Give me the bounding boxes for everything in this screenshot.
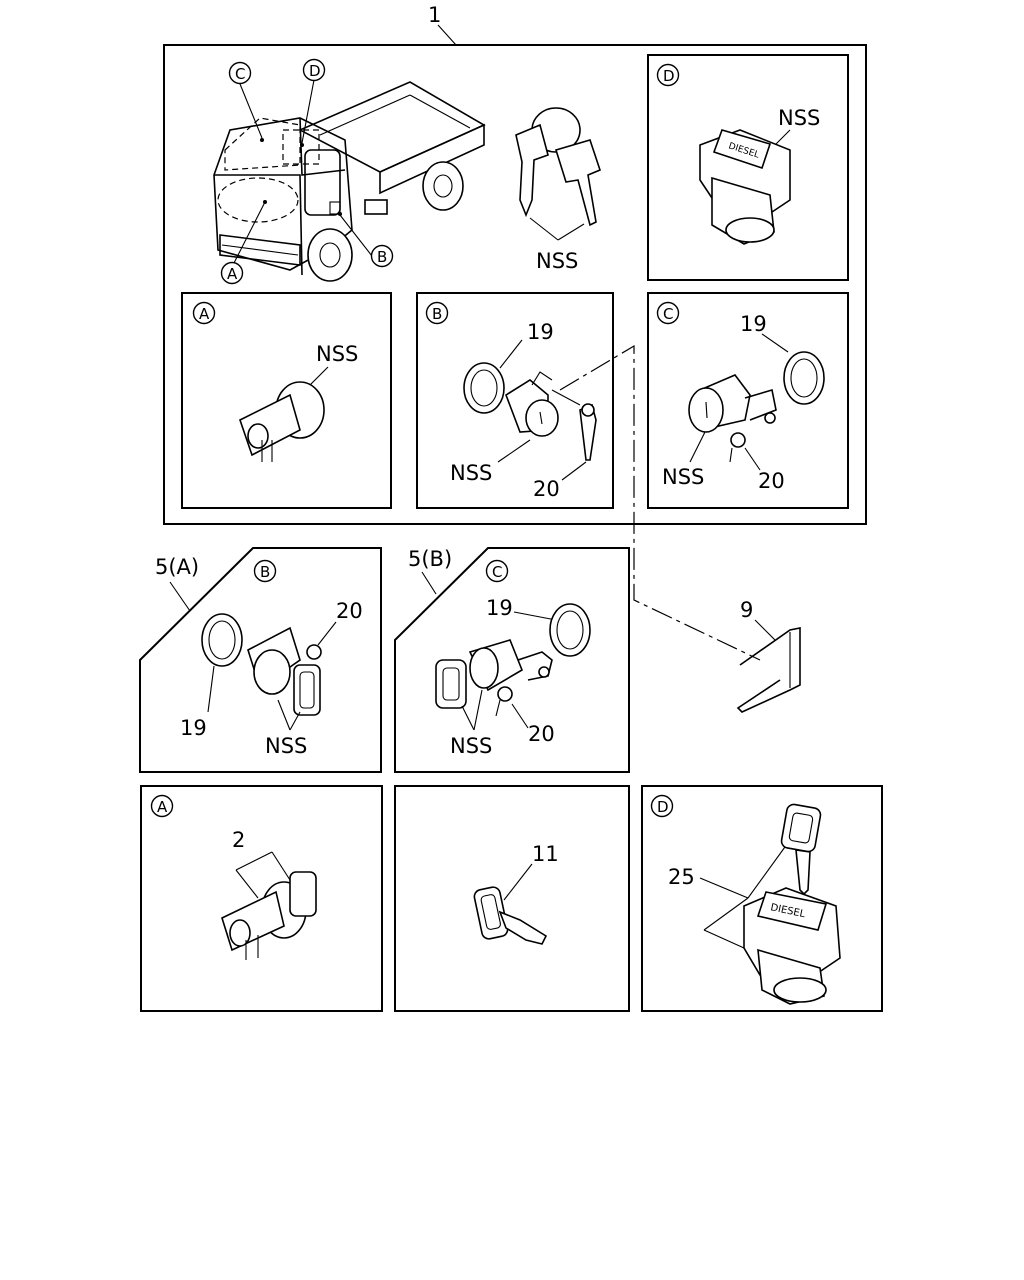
panel-d-bottom-callout: D	[657, 798, 669, 816]
panel-a-bottom-callout: A	[157, 798, 168, 816]
panel-a-top-nss: NSS	[316, 342, 358, 366]
set-5a-19: 19	[180, 716, 207, 740]
panel-a-top-callout: A	[199, 305, 210, 323]
panel-c-top: C 19 NSS 20	[647, 292, 849, 509]
keys-nss-label: NSS	[536, 249, 578, 273]
panel-key-11: 11	[532, 842, 559, 866]
truck-illustration	[213, 79, 486, 282]
part-9-label: 9	[740, 598, 753, 622]
set-5a-20: 20	[336, 599, 363, 623]
panel-c-top-19: 19	[740, 312, 767, 336]
panel-d-bottom-25: 25	[668, 865, 695, 889]
truck-callout-a: A	[220, 261, 244, 285]
set-5b-panel: 5(B) C 19 20 NSS	[394, 547, 630, 773]
panel-a-top: A NSS	[181, 292, 392, 509]
panel-c-top-callout: C	[663, 305, 673, 323]
set-5a-panel: 5(A) B 19 20 NSS	[139, 547, 382, 773]
leader-to-part-9	[559, 344, 761, 661]
assembly-1-label: 1	[428, 3, 441, 27]
svg-text:B: B	[377, 248, 387, 266]
panel-c-top-20: 20	[758, 469, 785, 493]
panel-d-bottom: D 25 DIESEL	[641, 785, 883, 1012]
panel-b-top: B 19 NSS 20	[416, 292, 614, 509]
panel-d-top-callout: D	[663, 67, 675, 85]
assembly-1-frame: 1	[163, 3, 867, 525]
panel-key-bottom: 11	[394, 785, 630, 1012]
panel-d-top: D NSS DIESEL	[647, 54, 849, 281]
panel-b-top-callout: B	[432, 305, 442, 323]
truck-callout-b: B	[370, 244, 394, 268]
truck-callout-d: D	[302, 58, 326, 82]
truck-callout-c: C	[228, 61, 252, 85]
key-ring-illustration: NSS	[515, 107, 601, 273]
panel-d-top-nss: NSS	[778, 106, 820, 130]
svg-text:C: C	[235, 65, 245, 83]
svg-text:A: A	[227, 265, 238, 283]
panel-c-top-nss: NSS	[662, 465, 704, 489]
set-5b-callout: C	[492, 563, 502, 581]
panel-b-top-20: 20	[533, 477, 560, 501]
panel-a-bottom-2: 2	[232, 828, 245, 852]
set-5b-nss: NSS	[450, 734, 492, 758]
part-9-bracket: 9	[736, 598, 801, 713]
set-5b-19: 19	[486, 596, 513, 620]
set-5b-label: 5(B)	[408, 547, 452, 571]
set-5b-20: 20	[528, 722, 555, 746]
svg-text:D: D	[309, 62, 321, 80]
set-5a-label: 5(A)	[155, 555, 199, 579]
set-5a-callout: B	[260, 563, 270, 581]
set-5a-nss: NSS	[265, 734, 307, 758]
panel-a-bottom: A 2	[140, 785, 383, 1012]
panel-b-top-nss: NSS	[450, 461, 492, 485]
panel-b-top-19: 19	[527, 320, 554, 344]
